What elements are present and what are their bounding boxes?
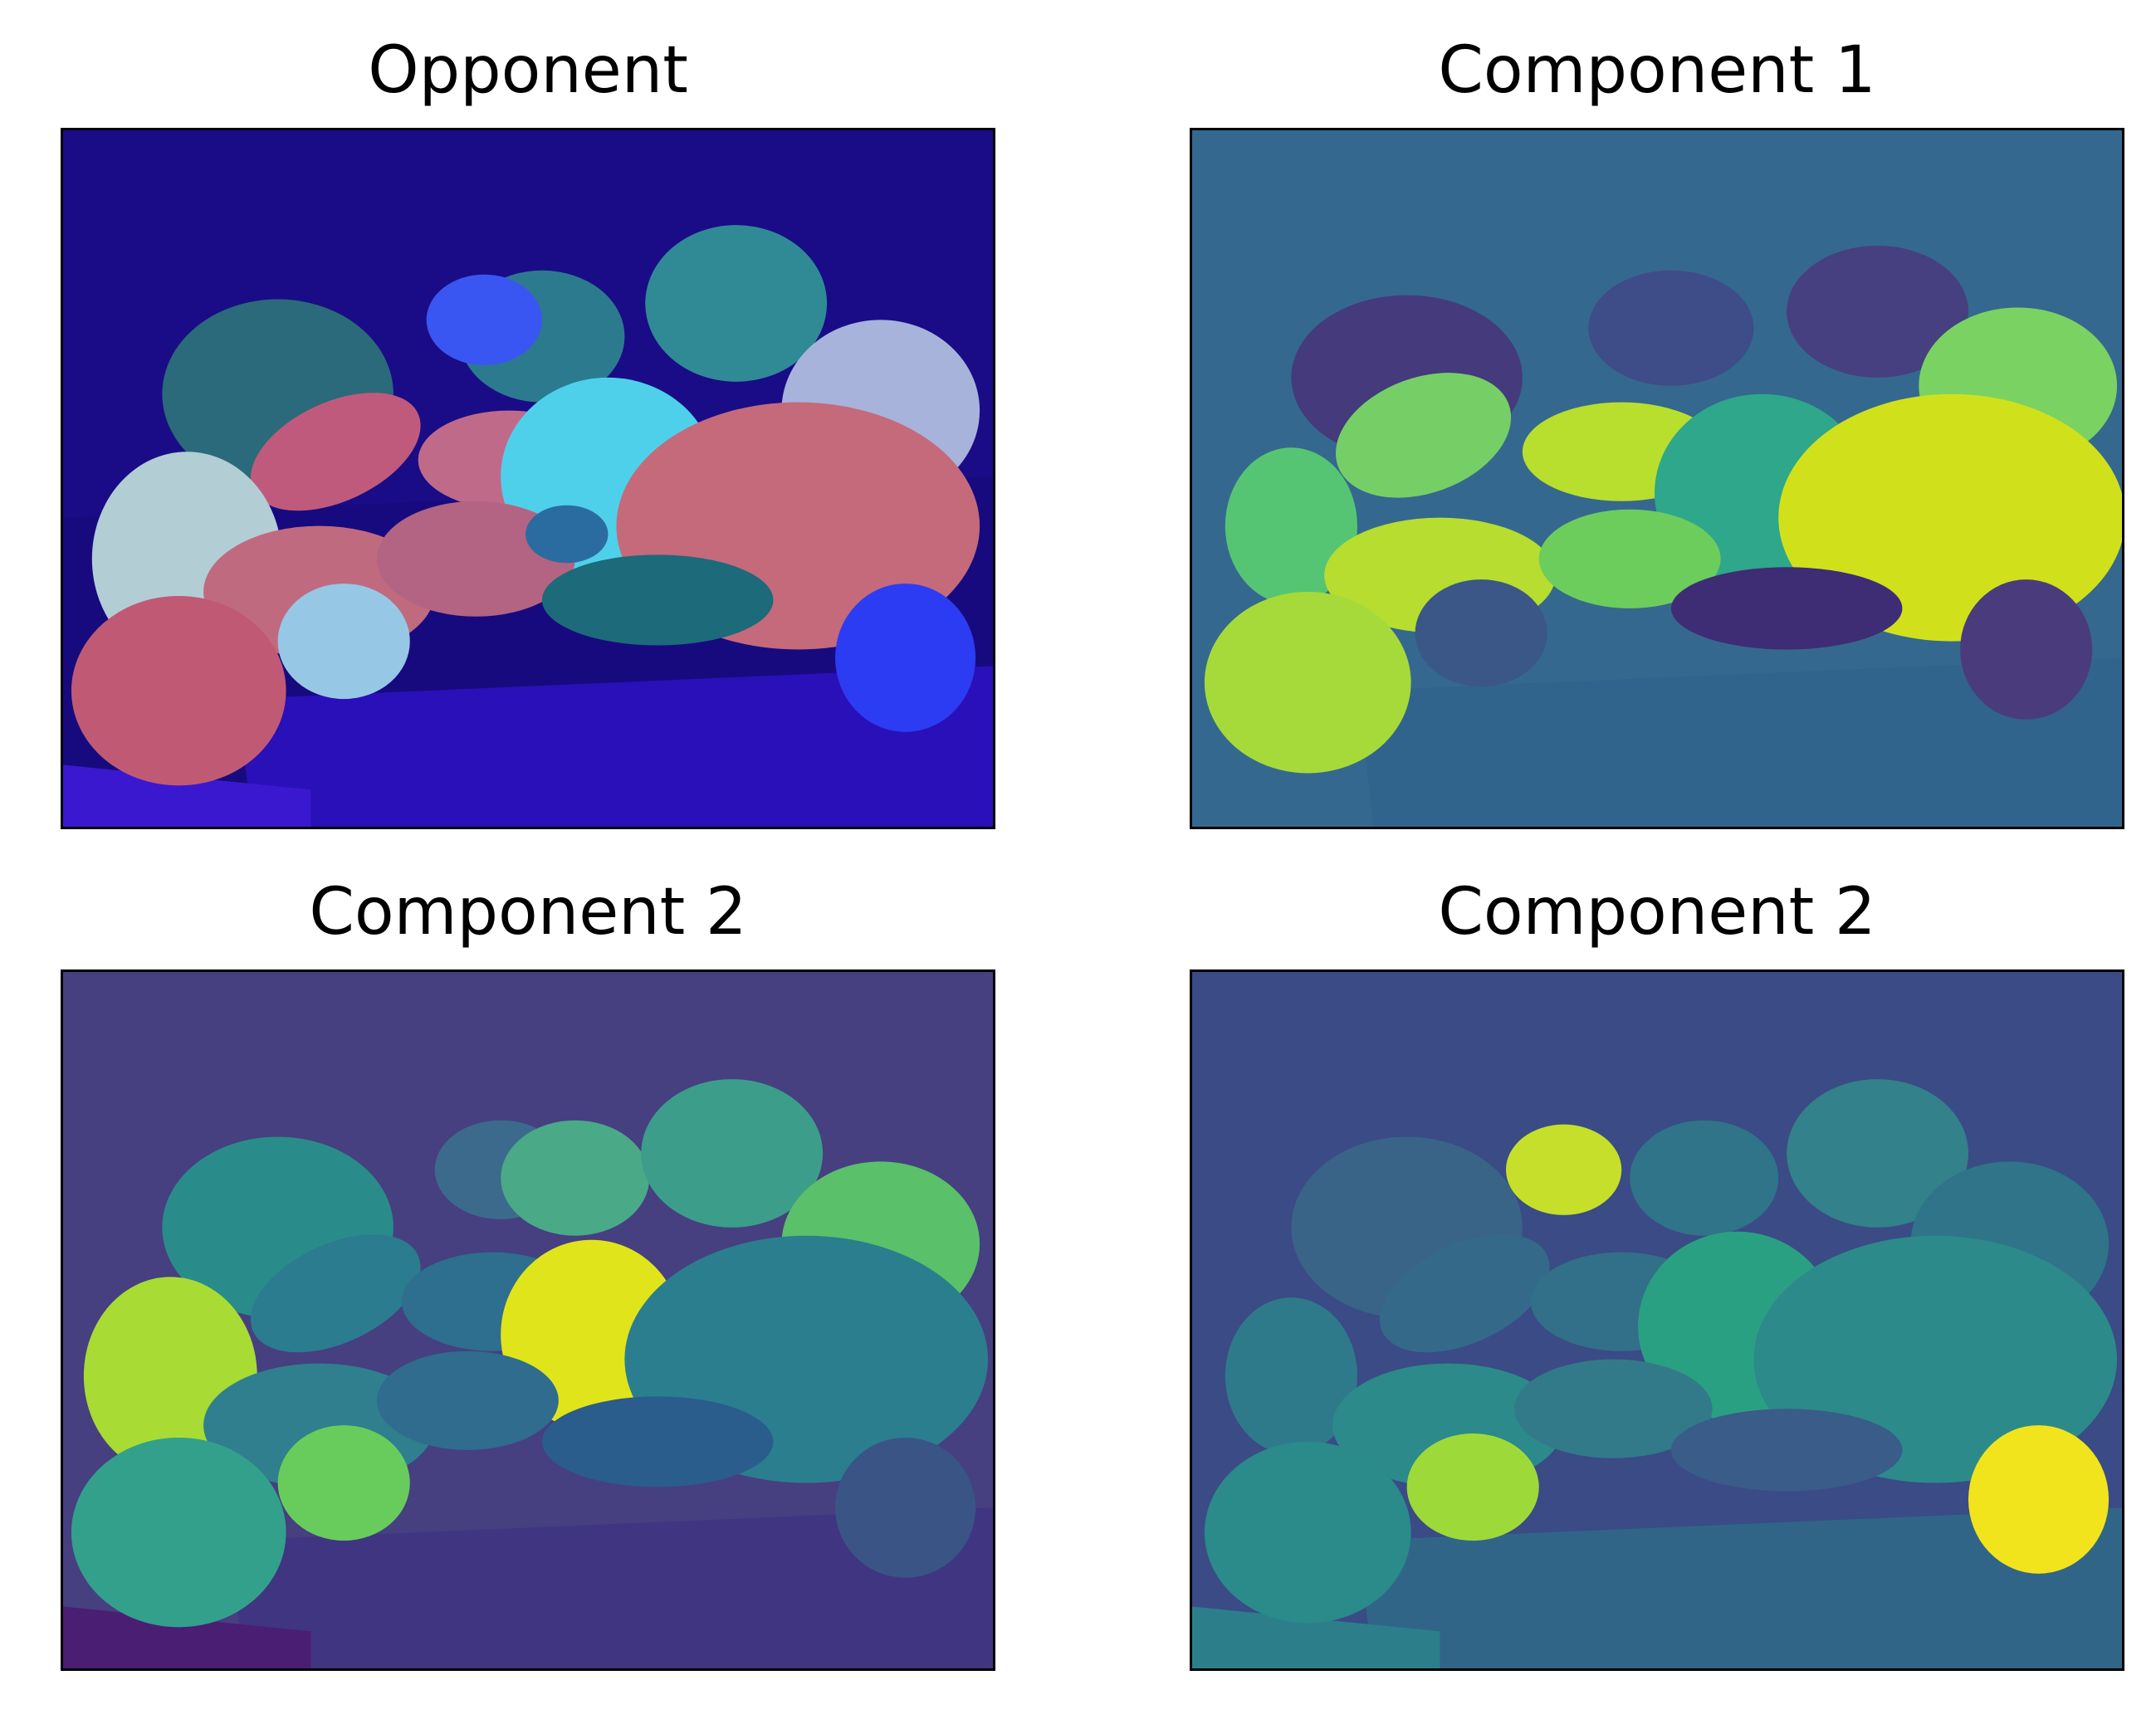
opponent-image bbox=[61, 128, 995, 829]
panel-title-component-2: Component 2 bbox=[309, 875, 747, 950]
component-1-image bbox=[1190, 128, 2124, 829]
panel-title-opponent: Opponent bbox=[368, 33, 688, 108]
component-2-second-image bbox=[1190, 969, 2124, 1671]
panel-title-component-2-second: Component 2 bbox=[1438, 875, 1876, 950]
component-2-image bbox=[61, 969, 995, 1671]
panel-title-component-1: Component 1 bbox=[1438, 33, 1876, 108]
